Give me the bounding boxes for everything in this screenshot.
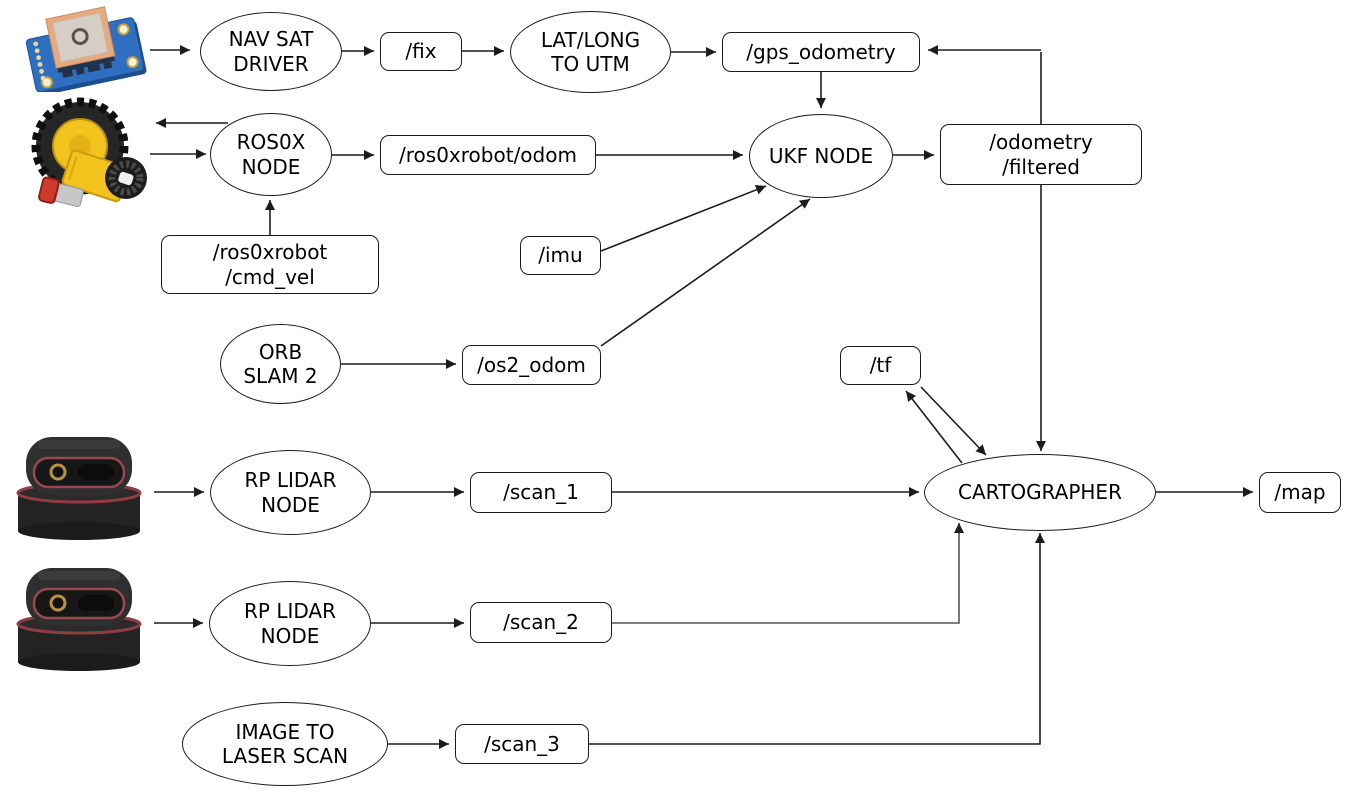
edge-os2odom-to-ukf	[600, 198, 811, 347]
edge-imu-to-ukf	[600, 185, 767, 252]
topic-ros0xrobot-cmd-vel: /ros0xrobot /cmd_vel	[161, 235, 379, 294]
topic-odometry-filtered: /odometry /filtered	[940, 124, 1142, 185]
node-ukf: UKF NODE	[749, 114, 893, 198]
node-rp-lidar-2: RP LIDAR NODE	[209, 581, 371, 666]
node-cartographer: CARTOGRAPHER	[924, 454, 1156, 531]
node-orb-slam-2: ORB SLAM 2	[220, 324, 341, 404]
edge-tf-to-cartographer	[920, 386, 987, 456]
topic-scan-3: /scan_3	[455, 724, 589, 764]
node-nav-sat-driver: NAV SAT DRIVER	[200, 12, 342, 91]
topic-fix: /fix	[380, 32, 462, 71]
topic-tf: /tf	[840, 346, 921, 385]
edge-cartographer-to-tf	[905, 390, 963, 464]
rplidar-photo	[6, 558, 154, 678]
topic-ros0xrobot-odom: /ros0xrobot/odom	[380, 135, 596, 175]
node-rp-lidar-1: RP LIDAR NODE	[210, 450, 371, 535]
node-ros0x: ROS0X NODE	[210, 113, 332, 196]
wheel-motor-encoder-photo	[28, 96, 150, 218]
topic-imu: /imu	[520, 236, 601, 275]
topic-scan-1: /scan_1	[470, 472, 612, 513]
topic-scan-2: /scan_2	[470, 602, 612, 643]
topic-gps-odometry: /gps_odometry	[722, 32, 920, 72]
topic-os2-odom: /os2_odom	[462, 345, 601, 385]
edge-scan3-to-cartographer	[589, 533, 1045, 745]
edge-scan2-to-cartographer	[612, 523, 964, 624]
node-lat-long-to-utm: LAT/LONG TO UTM	[510, 11, 671, 93]
gps-module-photo	[14, 4, 154, 96]
rplidar-photo	[6, 427, 154, 547]
node-image-to-laser-scan: IMAGE TO LASER SCAN	[182, 702, 388, 786]
topic-map: /map	[1259, 472, 1341, 513]
